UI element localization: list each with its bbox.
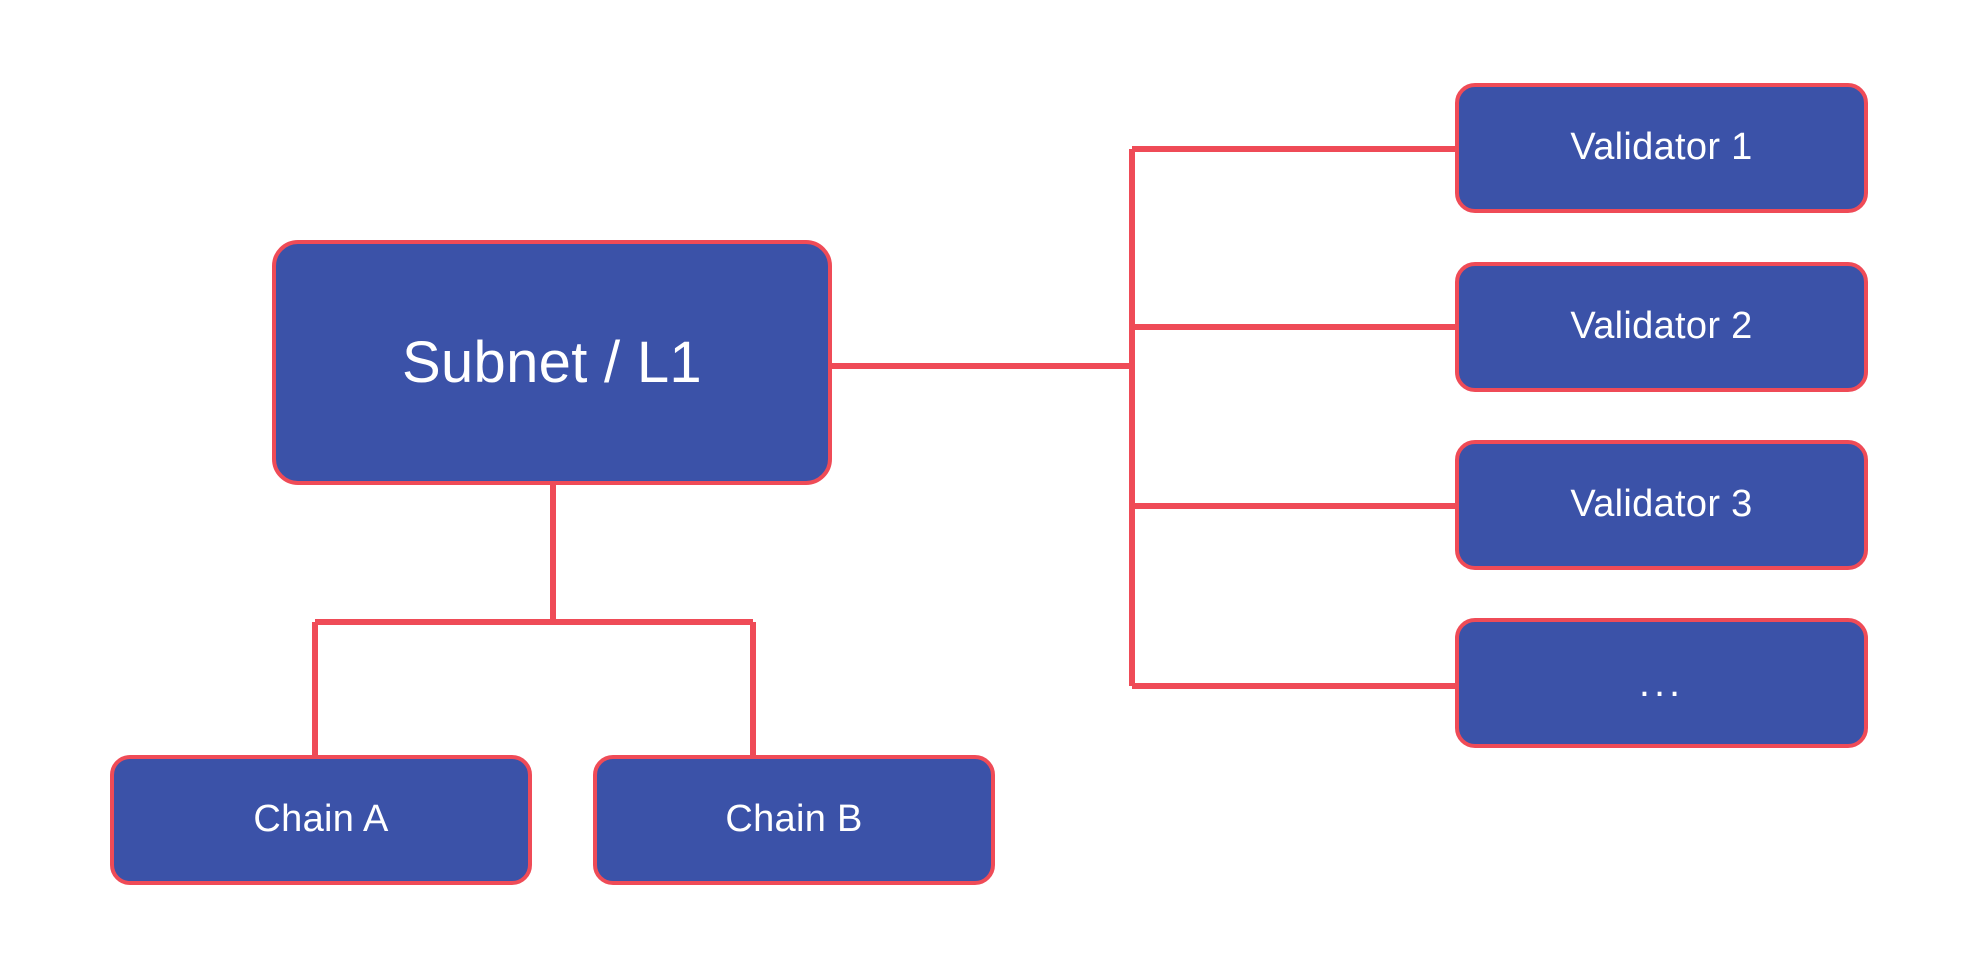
node-validator-3-label: Validator 3 [1570, 483, 1753, 526]
node-chain-a-label: Chain A [253, 798, 389, 841]
node-validator-overflow[interactable]: ... [1455, 618, 1868, 748]
node-chain-b-label: Chain B [725, 798, 863, 841]
node-subnet-l1-label: Subnet / L1 [402, 329, 702, 395]
node-validator-overflow-label: ... [1638, 661, 1685, 705]
node-validator-1-label: Validator 1 [1570, 126, 1753, 169]
node-subnet-l1[interactable]: Subnet / L1 [272, 240, 832, 485]
node-chain-b[interactable]: Chain B [593, 755, 995, 885]
node-validator-3[interactable]: Validator 3 [1455, 440, 1868, 570]
node-validator-2-label: Validator 2 [1570, 305, 1753, 348]
node-validator-2[interactable]: Validator 2 [1455, 262, 1868, 392]
node-chain-a[interactable]: Chain A [110, 755, 532, 885]
node-validator-1[interactable]: Validator 1 [1455, 83, 1868, 213]
